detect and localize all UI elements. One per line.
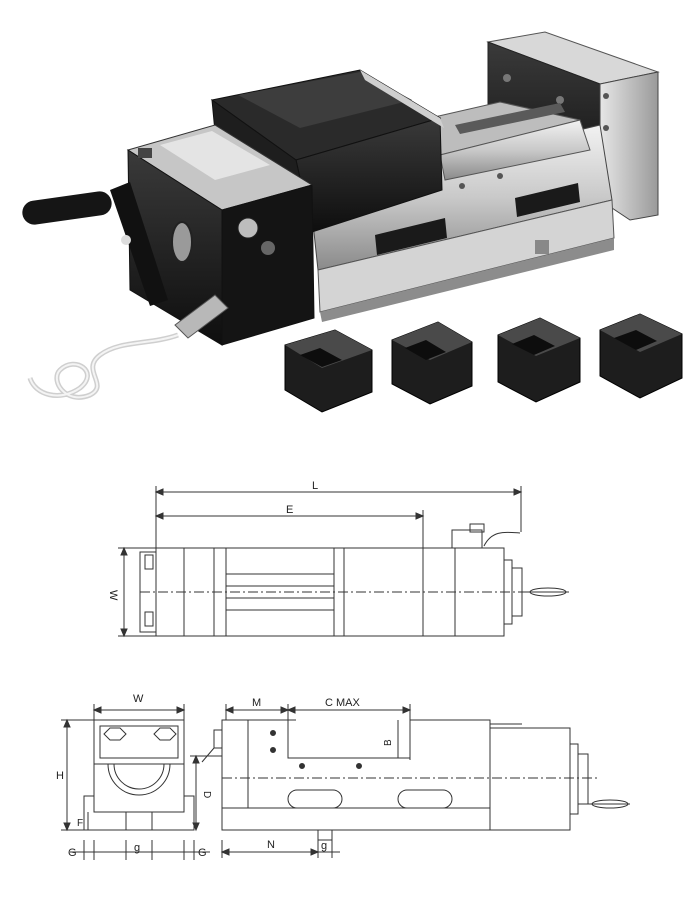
label-D: D — [201, 791, 212, 798]
step-jaw-1 — [284, 329, 373, 413]
step-jaw-4 — [599, 313, 683, 399]
plan-view: L E W — [107, 480, 570, 638]
label-G-left: G — [68, 847, 77, 859]
dimension-L: L — [154, 480, 523, 548]
step-jaw-2 — [391, 321, 473, 405]
air-hose — [27, 294, 229, 400]
label-F: F — [77, 818, 83, 829]
dimension-F: F — [77, 812, 89, 830]
side-view: M C MAX B D — [190, 697, 630, 858]
dimension-D: D — [190, 754, 222, 832]
dimension-W-plan: W — [107, 546, 158, 638]
front-view: W H F — [56, 693, 210, 860]
label-B: B — [383, 739, 394, 746]
label-C-MAX: C MAX — [325, 697, 361, 709]
spindle-rail — [429, 101, 591, 181]
dimension-C-MAX: C MAX — [286, 697, 412, 760]
label-E: E — [286, 504, 293, 516]
dimension-H: H — [56, 718, 94, 832]
dimension-G-g-G: G g G — [68, 840, 210, 860]
label-N: N — [267, 839, 275, 851]
dimension-N-g: N g — [220, 839, 340, 858]
technical-drawing: L E W — [56, 480, 630, 860]
label-H: H — [56, 770, 64, 782]
crank-handle — [22, 182, 168, 306]
dimension-M: M — [224, 697, 290, 720]
label-G-right: G — [198, 847, 207, 859]
vise-product-photo — [22, 31, 683, 413]
label-M: M — [252, 697, 261, 709]
step-jaw-3 — [497, 317, 581, 403]
dimension-E: E — [154, 504, 425, 548]
dimension-B: B — [383, 720, 399, 758]
label-L: L — [312, 480, 318, 492]
label-g-left: g — [134, 842, 140, 854]
dimension-W-front: W — [92, 693, 186, 720]
label-W-plan: W — [107, 590, 119, 601]
label-W-front: W — [133, 693, 144, 705]
label-g-side: g — [321, 840, 327, 852]
